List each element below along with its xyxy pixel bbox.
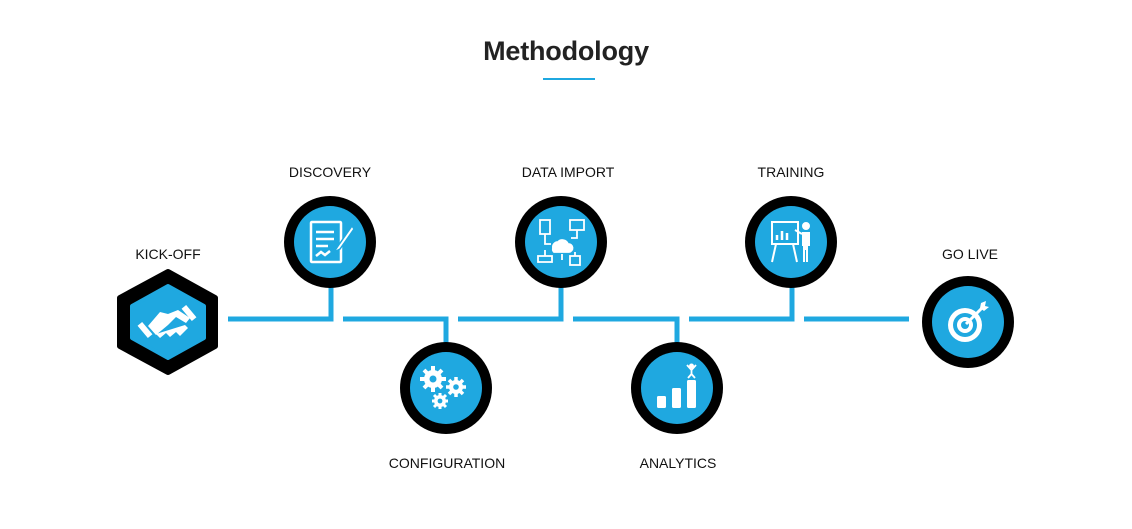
step-analytics-node (631, 342, 723, 434)
connector-kickoff-discovery (228, 285, 334, 322)
handshake-icon (137, 304, 197, 339)
presentation-icon (771, 221, 810, 263)
step-label-golive: GO LIVE (941, 246, 999, 262)
bar-chart-icon (657, 363, 697, 408)
step-kickoff-node (117, 269, 218, 375)
step-label-configuration: CONFIGURATION (388, 455, 506, 471)
target-icon (948, 301, 989, 342)
connector-configuration-dataimport (458, 285, 564, 322)
step-training-node (745, 196, 837, 288)
server-cloud-icon (537, 219, 585, 266)
connector-dataimport-analytics (573, 316, 680, 343)
step-label-training: TRAINING (757, 164, 825, 180)
step-discovery-node (284, 196, 376, 288)
step-dataimport-node (515, 196, 607, 288)
step-label-dataimport: DATA IMPORT (521, 164, 615, 180)
gears-icon (420, 366, 466, 409)
page-title: Methodology (483, 36, 649, 66)
step-label-kickoff: KICK-OFF (135, 246, 201, 262)
step-golive-node (922, 276, 1014, 368)
connector-discovery-configuration (343, 316, 449, 343)
connector-analytics-training (689, 285, 795, 322)
step-label-discovery: DISCOVERY (288, 164, 372, 180)
title-underline (543, 78, 595, 80)
document-edit-icon (309, 220, 355, 264)
step-configuration-node (400, 342, 492, 434)
timeline-connectors (228, 285, 909, 343)
step-label-analytics: ANALYTICS (639, 455, 717, 471)
